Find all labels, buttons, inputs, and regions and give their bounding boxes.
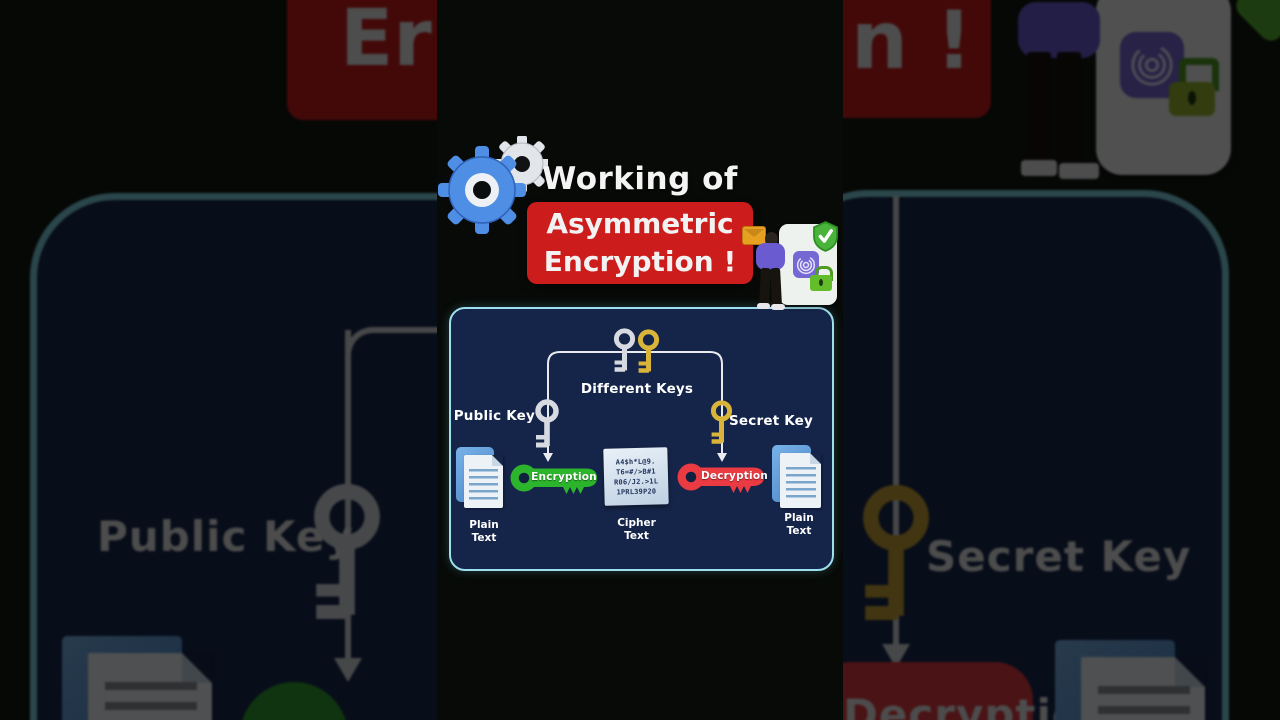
bracket-connector bbox=[547, 351, 723, 455]
plain-text-label-right: Plain Text bbox=[773, 512, 825, 538]
bg-title-badge-right: n ! bbox=[843, 0, 991, 118]
bg-diagram-panel-right bbox=[843, 190, 1229, 720]
bg-person-leg bbox=[1027, 52, 1051, 164]
plain-text-doc-left-icon bbox=[456, 447, 503, 508]
label-line: Cipher bbox=[617, 517, 656, 529]
warning-envelope-icon bbox=[742, 226, 766, 245]
document-fold bbox=[1175, 656, 1205, 687]
bg-document-icon-left bbox=[62, 636, 212, 720]
video-content: Working of Asymmetric Encryption ! bbox=[437, 0, 843, 720]
person-leg bbox=[759, 267, 771, 306]
person-shoe bbox=[757, 303, 770, 309]
bg-left-dim-layer: Er Public Key bbox=[0, 0, 437, 720]
person-head bbox=[765, 232, 778, 246]
cipher-text-label: Cipher Text bbox=[605, 517, 668, 543]
document-lines bbox=[469, 468, 499, 502]
bg-lock-shackle bbox=[1179, 58, 1219, 91]
document-paper bbox=[87, 652, 212, 720]
bg-decryption-key bbox=[843, 662, 1033, 720]
bg-person-shoe bbox=[1021, 160, 1057, 176]
secret-key-label: Secret Key bbox=[729, 413, 814, 429]
different-keys-label: Different Keys bbox=[580, 381, 694, 397]
bg-secret-key-icon bbox=[863, 484, 929, 620]
page-title: Working of bbox=[542, 161, 738, 197]
bg-document-icon-right bbox=[1055, 640, 1205, 720]
bg-arrow-down-left bbox=[334, 658, 362, 682]
bg-lock-keyhole bbox=[1188, 91, 1196, 105]
encryption-key-arrow bbox=[510, 464, 597, 494]
bg-partial-title-left: Er bbox=[340, 0, 432, 84]
fingerprint-icon bbox=[793, 251, 819, 278]
bg-secret-key-label: Secret Key bbox=[926, 532, 1192, 581]
document-paper bbox=[1080, 656, 1205, 720]
key-icon-gold-top bbox=[637, 329, 660, 373]
secret-key-icon bbox=[710, 400, 733, 444]
decryption-label: Decryption bbox=[701, 470, 768, 482]
lock-keyhole bbox=[819, 279, 823, 286]
bg-partial-title-right: n ! bbox=[851, 0, 973, 87]
encryption-label: Encryption bbox=[531, 471, 597, 483]
bg-connector-shaft-right bbox=[893, 196, 899, 644]
bg-person-leg bbox=[1057, 52, 1081, 164]
bg-right-strip: n ! bbox=[843, 0, 1280, 720]
bg-right-dim-layer: n ! bbox=[843, 0, 1280, 720]
document-lines bbox=[104, 682, 198, 720]
person-shoe bbox=[771, 304, 785, 310]
document-paper bbox=[463, 454, 503, 508]
document-fold bbox=[492, 454, 503, 466]
cipher-line: 1PRL39P20 bbox=[616, 486, 657, 497]
public-key-label: Public Key bbox=[453, 408, 535, 424]
shield-check-icon bbox=[813, 221, 838, 252]
document-lines bbox=[786, 467, 817, 502]
bg-diagram-panel-left bbox=[30, 193, 437, 720]
person-leg bbox=[770, 267, 782, 306]
document-paper bbox=[780, 453, 821, 508]
plain-text-doc-right-icon bbox=[772, 445, 821, 508]
bg-person-torso bbox=[1018, 2, 1100, 58]
cipher-note: A4$h*L@9. T6=#/>B#1 R06/J2.>1L 1PRL39P20 bbox=[603, 447, 669, 506]
document-fold bbox=[810, 453, 821, 465]
plain-text-label-left: Plain Text bbox=[459, 519, 509, 545]
label-line: Text bbox=[786, 525, 812, 537]
public-key-icon bbox=[535, 399, 559, 448]
lock-shackle bbox=[815, 266, 833, 281]
gear-icon bbox=[438, 136, 548, 234]
title-badge-line1: Asymmetric bbox=[546, 207, 734, 240]
large-gear bbox=[438, 146, 526, 234]
key-icon-silver-top bbox=[613, 328, 636, 372]
bg-left-strip: Er Public Key bbox=[0, 0, 437, 720]
label-line: Text bbox=[624, 530, 649, 542]
bg-title-badge-left: Er bbox=[287, 0, 437, 120]
person-torso bbox=[756, 243, 785, 270]
arrow-down-public bbox=[543, 453, 553, 462]
document-lines bbox=[1097, 686, 1191, 720]
label-line: Plain bbox=[784, 512, 814, 524]
bg-public-key-icon bbox=[314, 483, 380, 619]
envelope-flap bbox=[744, 229, 764, 237]
title-badge-line2: Encryption ! bbox=[543, 245, 737, 278]
label-line: Text bbox=[471, 532, 497, 544]
title-badge: Asymmetric Encryption ! bbox=[527, 202, 753, 284]
bg-public-key-label: Public Key bbox=[97, 512, 354, 561]
document-fold bbox=[182, 652, 212, 683]
decryption-key-arrow bbox=[677, 463, 764, 493]
bg-shield-check-icon bbox=[1231, 0, 1280, 46]
arrow-down-secret bbox=[717, 453, 727, 462]
bg-person-shoe bbox=[1059, 163, 1099, 179]
label-line: Plain bbox=[469, 519, 499, 531]
